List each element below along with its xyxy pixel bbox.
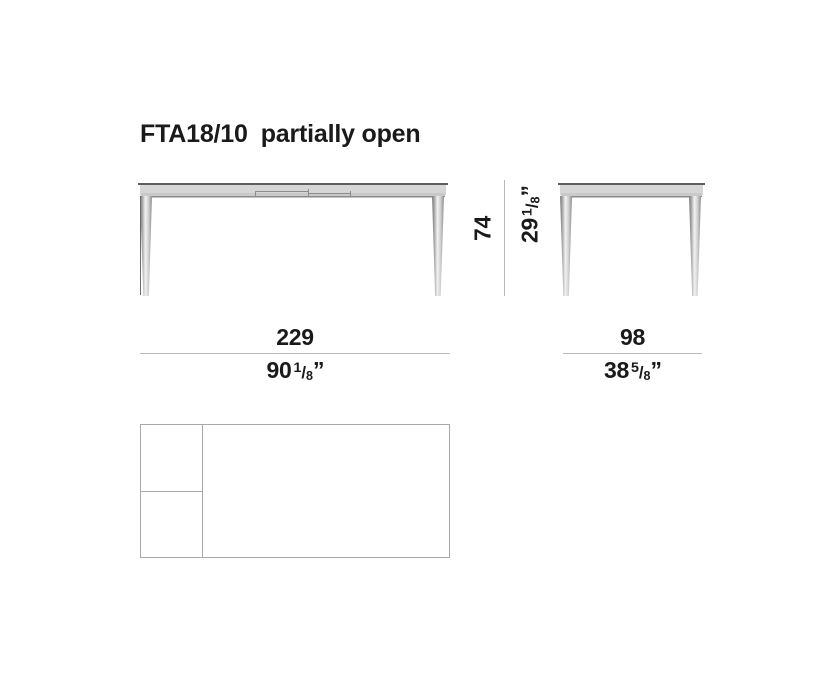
product-state: partially open (260, 120, 421, 148)
depth-imperial-fraction: 5/8 (630, 360, 651, 384)
extension-leaf-right-top (309, 193, 351, 194)
depth-metric-value: 98 (620, 324, 645, 350)
depth-dimension-rule (563, 353, 702, 354)
plan-view (140, 424, 450, 558)
page-title: FTA18/10 partially open (140, 118, 421, 150)
side-top-edge (558, 183, 705, 185)
height-dimension-rule (504, 180, 505, 296)
side-top-underline (561, 196, 702, 197)
height-metric-value: 74 (469, 216, 496, 241)
front-apron-line (152, 197, 432, 198)
height-imperial-value: 291/8” (517, 155, 544, 275)
height-imperial-unit: ” (516, 185, 543, 197)
product-code: FTA18/10 (140, 120, 248, 148)
front-leg-left-outline (140, 196, 141, 295)
dimension-height: 74 291/8” (470, 180, 543, 296)
plan-horizontal-divider (141, 491, 203, 492)
front-top-edge (138, 183, 448, 185)
front-leg-left (140, 196, 152, 296)
front-elevation-view (136, 180, 452, 296)
width-metric-value: 229 (276, 324, 314, 350)
depth-imperial-unit: ” (650, 357, 662, 383)
width-dimension-rule (140, 353, 450, 354)
extension-leaf-left-top (255, 191, 309, 192)
extension-leaf-right-bottom (309, 196, 351, 197)
front-leg-right (432, 196, 444, 296)
side-leg-left (560, 196, 572, 296)
height-imperial-fraction: 1/8 (519, 196, 543, 217)
side-top-slab-shadow (561, 193, 702, 196)
extension-leaf-right-edge (350, 191, 351, 197)
side-elevation-view (556, 180, 708, 296)
extension-leaf-left-bottom (255, 196, 309, 197)
extension-leaf-left-edge (255, 191, 256, 197)
width-imperial-unit: ” (313, 357, 324, 383)
extension-leaf-divider (308, 189, 309, 197)
side-leg-right (689, 196, 701, 296)
front-top-slab (140, 185, 446, 195)
depth-imperial-whole: 38 (603, 357, 629, 383)
side-top-slab (560, 185, 703, 195)
width-imperial-whole: 90 (266, 357, 292, 383)
width-imperial-fraction: 1/8 (293, 360, 314, 384)
front-top-slab-shadow (141, 193, 445, 196)
side-apron-line (572, 197, 689, 198)
height-imperial-whole: 29 (516, 218, 543, 244)
